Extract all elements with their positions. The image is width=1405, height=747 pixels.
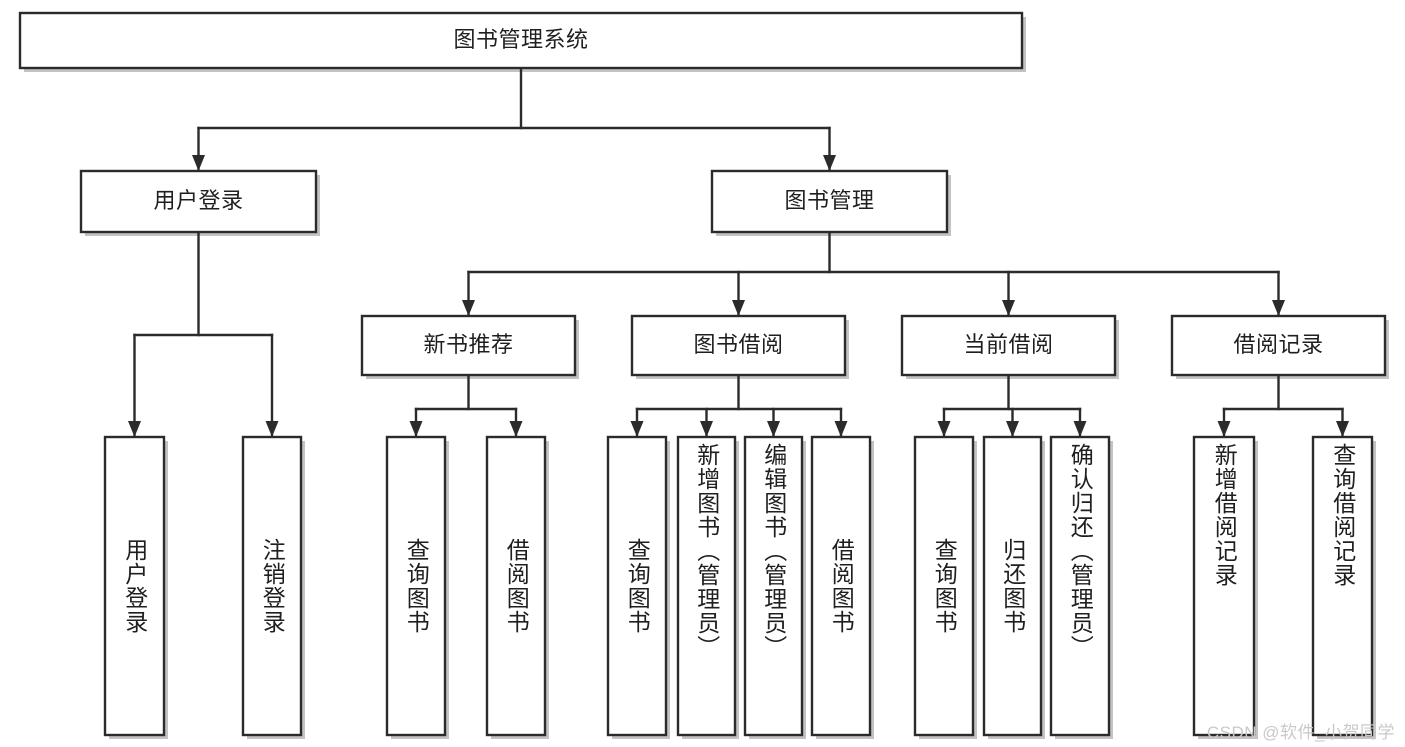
- node-leaf-cb-confirm[interactable]: [1051, 437, 1109, 735]
- arrow-head: [128, 421, 141, 437]
- arrow-head: [823, 155, 836, 171]
- node-leaf-rec-borrow[interactable]: [487, 437, 545, 735]
- arrow-head: [462, 300, 475, 316]
- node-box-leaf-br-query[interactable]: [1311, 435, 1374, 737]
- node-box-leaf-bb-edit[interactable]: [743, 435, 804, 737]
- arrow-head: [1336, 421, 1349, 437]
- arrow-head: [265, 421, 279, 437]
- node-new-book-rec[interactable]: [362, 316, 575, 375]
- edge-layer: [128, 66, 1349, 439]
- node-box-book-manage[interactable]: [710, 169, 949, 234]
- node-leaf-bb-add[interactable]: [678, 437, 735, 735]
- arrow-head: [630, 421, 644, 437]
- node-box-root[interactable]: [18, 11, 1024, 70]
- node-current-borrow[interactable]: [902, 316, 1115, 375]
- arrow-head: [937, 421, 951, 437]
- node-leaf-bb-edit[interactable]: [745, 437, 802, 735]
- node-box-leaf-logout[interactable]: [241, 435, 303, 737]
- node-leaf-bb-borrow[interactable]: [812, 437, 870, 735]
- arrow-head: [409, 421, 423, 437]
- node-leaf-bb-query[interactable]: [608, 437, 666, 735]
- arrow-head: [509, 421, 523, 437]
- node-box-current-borrow[interactable]: [900, 314, 1117, 377]
- node-leaf-cb-query[interactable]: [915, 437, 973, 735]
- node-borrow-record[interactable]: [1172, 316, 1385, 375]
- arrow-head: [732, 300, 745, 316]
- node-leaf-cb-return[interactable]: [984, 437, 1041, 735]
- arrow-head: [834, 421, 848, 437]
- node-root[interactable]: [20, 13, 1022, 68]
- box-layer: [18, 11, 1387, 737]
- node-book-manage[interactable]: [712, 171, 947, 232]
- node-box-leaf-bb-query[interactable]: [606, 435, 668, 737]
- node-leaf-br-query[interactable]: [1313, 437, 1372, 735]
- arrow-head: [1006, 421, 1019, 437]
- node-box-leaf-cb-return[interactable]: [982, 435, 1043, 737]
- node-leaf-rec-query[interactable]: [387, 437, 445, 735]
- watermark-text: CSDN @软件_小贺同学: [1206, 723, 1395, 742]
- node-box-leaf-cb-query[interactable]: [913, 435, 975, 737]
- node-box-leaf-rec-query[interactable]: [385, 435, 447, 737]
- arrow-head: [192, 155, 205, 171]
- arrow-head: [1217, 421, 1231, 437]
- node-leaf-user-login[interactable]: [105, 437, 164, 735]
- node-box-book-borrow[interactable]: [630, 314, 847, 377]
- arrow-head: [767, 421, 780, 437]
- node-leaf-br-add[interactable]: [1194, 437, 1254, 735]
- node-box-leaf-br-add[interactable]: [1192, 435, 1256, 737]
- arrow-head: [700, 421, 713, 437]
- arrow-head: [1002, 300, 1015, 316]
- node-box-leaf-user-login[interactable]: [103, 435, 166, 737]
- node-box-borrow-record[interactable]: [1170, 314, 1387, 377]
- node-user-login[interactable]: [81, 171, 316, 232]
- node-box-user-login[interactable]: [79, 169, 318, 234]
- node-book-borrow[interactable]: [632, 316, 845, 375]
- node-box-new-book-rec[interactable]: [360, 314, 577, 377]
- arrow-head: [1272, 300, 1285, 316]
- node-leaf-logout[interactable]: [243, 437, 301, 735]
- node-box-leaf-cb-confirm[interactable]: [1049, 435, 1111, 737]
- node-box-leaf-bb-add[interactable]: [676, 435, 737, 737]
- node-box-leaf-rec-borrow[interactable]: [485, 435, 547, 737]
- arrow-head: [1073, 421, 1087, 437]
- node-box-leaf-bb-borrow[interactable]: [810, 435, 872, 737]
